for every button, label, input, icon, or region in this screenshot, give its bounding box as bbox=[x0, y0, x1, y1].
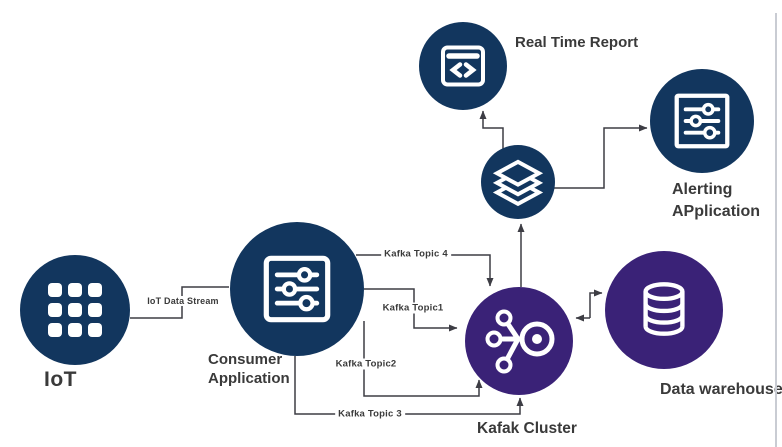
edge-layers-to-alerting bbox=[554, 124, 648, 189]
iot-label: IoT bbox=[44, 368, 77, 391]
kafka-cluster-node[interactable] bbox=[465, 287, 573, 395]
iot-data-stream-label: IoT Data Stream bbox=[144, 296, 222, 306]
grid-icon bbox=[48, 283, 102, 337]
consumer-application-label-line1: Consumer bbox=[208, 351, 283, 368]
stream-layers-node[interactable] bbox=[481, 145, 555, 219]
data-warehouse-node[interactable] bbox=[605, 251, 723, 369]
alerting-application-label-line1: Alerting bbox=[672, 181, 733, 198]
data-warehouse-label: Data warehouse bbox=[660, 381, 782, 398]
kafka-topic1-label: Kafka Topic1 bbox=[379, 302, 447, 314]
alerting-application-label-line2: APplication bbox=[672, 203, 761, 220]
alerting-application-label: Alerting APplication bbox=[672, 179, 760, 223]
canvas-right-border bbox=[775, 13, 777, 447]
hub-icon bbox=[485, 309, 555, 374]
edge-kafka-topic3 bbox=[294, 356, 524, 415]
consumer-application-label: Consumer Application bbox=[208, 350, 290, 388]
edge-layers-to-report bbox=[479, 110, 504, 149]
sliders-icon bbox=[674, 93, 730, 149]
consumer-application-node[interactable] bbox=[230, 222, 364, 356]
kafka-topic4-label: Kafka Topic 4 bbox=[381, 248, 451, 260]
edge-cluster-to-warehouse bbox=[589, 289, 603, 318]
kafka-cluster-label: Kafak Cluster bbox=[477, 420, 577, 437]
kafka-topic2-label: Kafka Topic2 bbox=[332, 358, 400, 370]
iot-node[interactable] bbox=[20, 255, 130, 365]
alerting-application-node[interactable] bbox=[650, 69, 754, 173]
layers-icon bbox=[492, 159, 544, 207]
real-time-report-node[interactable] bbox=[419, 22, 507, 110]
kafka-topic3-label: Kafka Topic 3 bbox=[335, 408, 405, 420]
sliders-icon bbox=[263, 255, 331, 323]
consumer-application-label-line2: Application bbox=[208, 370, 290, 387]
edge-kafka-topic4 bbox=[356, 254, 494, 287]
database-icon bbox=[643, 282, 685, 336]
browser-code-icon bbox=[441, 45, 485, 87]
real-time-report-label: Real Time Report bbox=[515, 34, 639, 51]
